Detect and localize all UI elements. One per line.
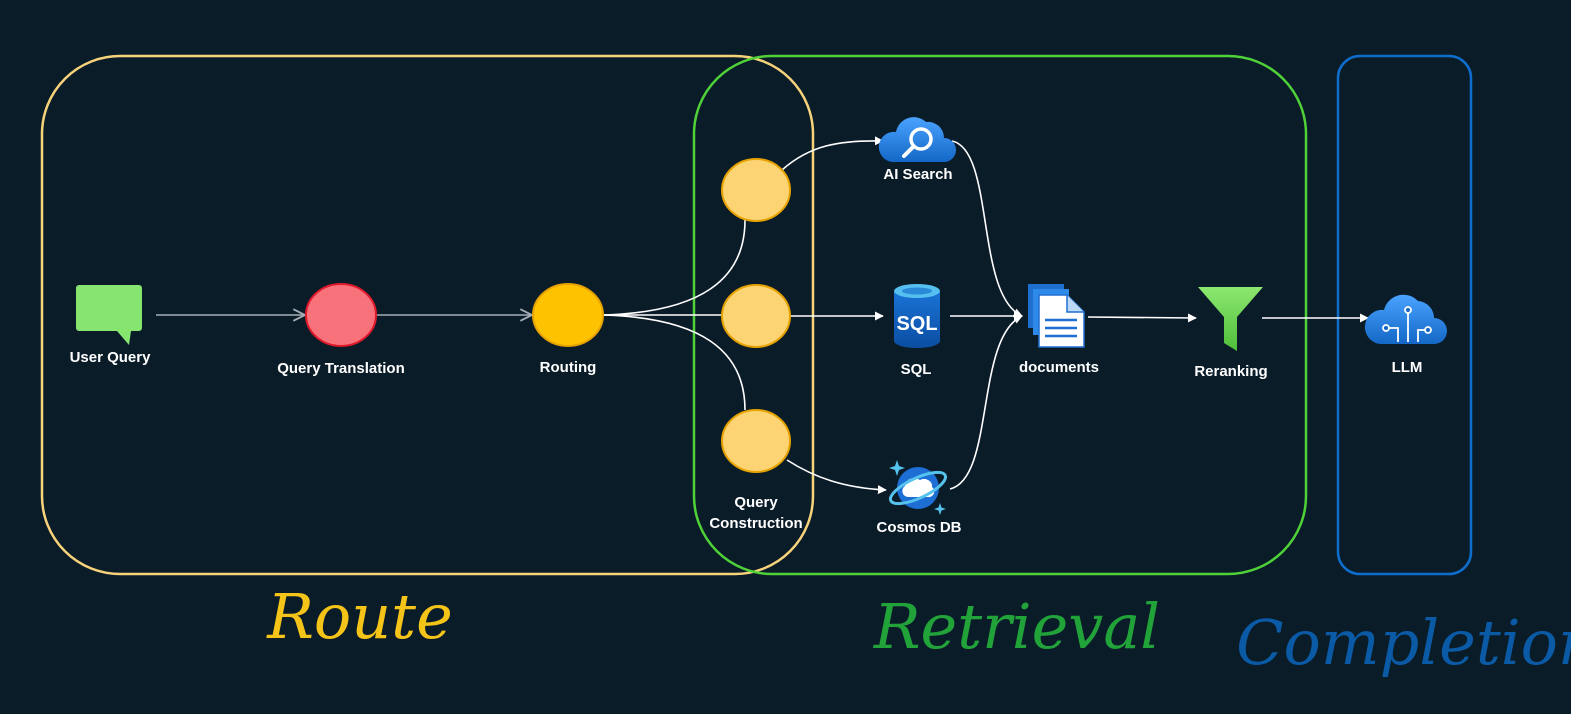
- user-query-label: User Query: [70, 349, 152, 366]
- documents-icon: [1028, 284, 1085, 348]
- planet-icon: [888, 460, 948, 515]
- cosmos-db-node: Cosmos DB: [876, 460, 962, 536]
- curve-routing-to-bottom: [603, 314, 746, 411]
- llm-node: LLM: [1364, 294, 1447, 376]
- sql-label: SQL: [901, 361, 932, 378]
- sql-node: SQL SQL: [894, 284, 940, 378]
- construction-circle-middle: [721, 284, 791, 348]
- query-translation-circle: [305, 283, 377, 347]
- routing-circle: [532, 283, 604, 347]
- construction-circle-bottom: [721, 409, 791, 473]
- documents-label: documents: [1019, 359, 1099, 376]
- arrow-cosmos-to-documents: [949, 315, 1023, 490]
- sql-icon-text: SQL: [896, 313, 937, 335]
- construction-circle-top: [721, 158, 791, 222]
- llm-label: LLM: [1392, 359, 1423, 376]
- query-construction-node: Query Construction: [709, 158, 803, 532]
- ai-search-label: AI Search: [883, 166, 952, 183]
- search-cloud-icon: [878, 117, 956, 162]
- query-translation-node: Query Translation: [277, 283, 405, 377]
- route-stage-label: Route: [266, 580, 453, 653]
- sql-database-icon: SQL: [894, 284, 940, 348]
- query-construction-label-line2: Construction: [709, 515, 802, 532]
- arrow-ai-search-to-documents: [951, 140, 1023, 317]
- query-construction-label-line1: Query: [734, 494, 778, 511]
- arrow-construct-to-cosmos: [786, 459, 887, 495]
- connectors: [156, 136, 1369, 495]
- curve-routing-to-top: [603, 219, 746, 316]
- cosmos-db-label: Cosmos DB: [876, 519, 961, 536]
- user-query-node: User Query: [70, 285, 152, 366]
- arrow-construct-to-ai-search: [781, 136, 884, 171]
- routing-node: Routing: [532, 283, 604, 376]
- completion-stage-box: [1336, 54, 1473, 576]
- routing-label: Routing: [540, 359, 597, 376]
- route-stage-box: [40, 54, 815, 576]
- documents-node: documents: [1019, 284, 1099, 376]
- query-translation-label: Query Translation: [277, 360, 405, 377]
- completion-stage-label: Completion: [1236, 606, 1571, 679]
- ai-search-node: AI Search: [878, 117, 956, 183]
- chat-bubble-icon: [76, 285, 142, 345]
- reranking-label: Reranking: [1194, 363, 1267, 380]
- arrow-documents-to-reranking: [1087, 313, 1197, 323]
- circuit-cloud-icon: [1364, 294, 1447, 344]
- retrieval-stage-label: Retrieval: [873, 590, 1160, 663]
- funnel-icon: [1198, 287, 1263, 351]
- reranking-node: Reranking: [1194, 287, 1268, 380]
